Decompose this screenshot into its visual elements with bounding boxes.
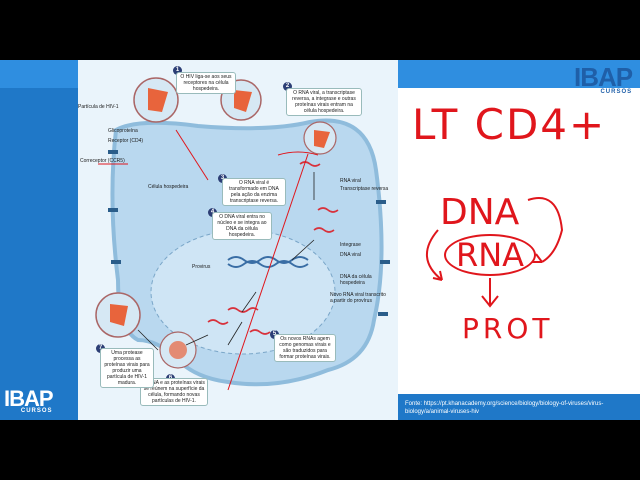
label-receptor: Receptor (CD4) bbox=[108, 138, 143, 144]
source-caption: Fonte: https://pt.khanacademy.org/scienc… bbox=[405, 400, 637, 416]
handwriting-lt-cd4: LT CD4+ bbox=[412, 100, 606, 149]
handwriting-arrows bbox=[410, 190, 610, 330]
step-2-text: O RNA viral, a transcriptase reversa, a … bbox=[286, 88, 362, 116]
label-provirus: Provirus bbox=[192, 264, 210, 270]
label-viral-rna: RNA viral bbox=[340, 178, 386, 184]
ibap-logo-bottom: IBAP CURSOS bbox=[4, 386, 53, 414]
label-coreceptor: Correceptor (CCR5) bbox=[80, 158, 125, 164]
label-new-rna: Novo RNA viral transcrito a partir do pr… bbox=[330, 292, 390, 304]
virus-particle-1 bbox=[134, 78, 178, 122]
virus-mature bbox=[96, 293, 140, 337]
virus-budding bbox=[160, 332, 196, 368]
handwriting-prot: PROT bbox=[462, 312, 553, 345]
virus-entering bbox=[304, 122, 336, 154]
step-3-text: O RNA viral é transformado em DNA pela a… bbox=[222, 178, 286, 206]
step-1-text: O HIV liga-se aos seus receptores na cél… bbox=[176, 72, 236, 94]
label-integrase: Integrase bbox=[340, 242, 361, 248]
label-viral-dna: DNA viral bbox=[340, 252, 361, 258]
step-7-text: Uma protease processa as proteínas virai… bbox=[100, 348, 154, 388]
slide: IBAP CURSOS IBAP CURSOS bbox=[0, 60, 640, 420]
logo-text: IBAP bbox=[574, 62, 632, 92]
label-particle: Partícula de HIV-1 bbox=[78, 104, 140, 110]
step-5-text: Os novos RNAs agem como genomas virais e… bbox=[274, 334, 336, 362]
ibap-logo-top: IBAP CURSOS bbox=[574, 62, 632, 95]
left-blue-band bbox=[0, 60, 78, 420]
hiv-lifecycle-figure: Partícula de HIV-1 Glicoproteína Recepto… bbox=[78, 60, 398, 420]
left-blue-band-top bbox=[0, 60, 78, 88]
label-host-dna: DNA da célula hospedeira bbox=[340, 274, 392, 286]
label-host-cell: Célula hospedeira bbox=[148, 184, 188, 190]
label-reverse-transcriptase: Transcriptase reversa bbox=[340, 186, 392, 192]
label-glycoprotein: Glicoproteína bbox=[108, 128, 138, 134]
step-4-text: O DNA viral entra no núcleo e se integra… bbox=[212, 212, 272, 240]
